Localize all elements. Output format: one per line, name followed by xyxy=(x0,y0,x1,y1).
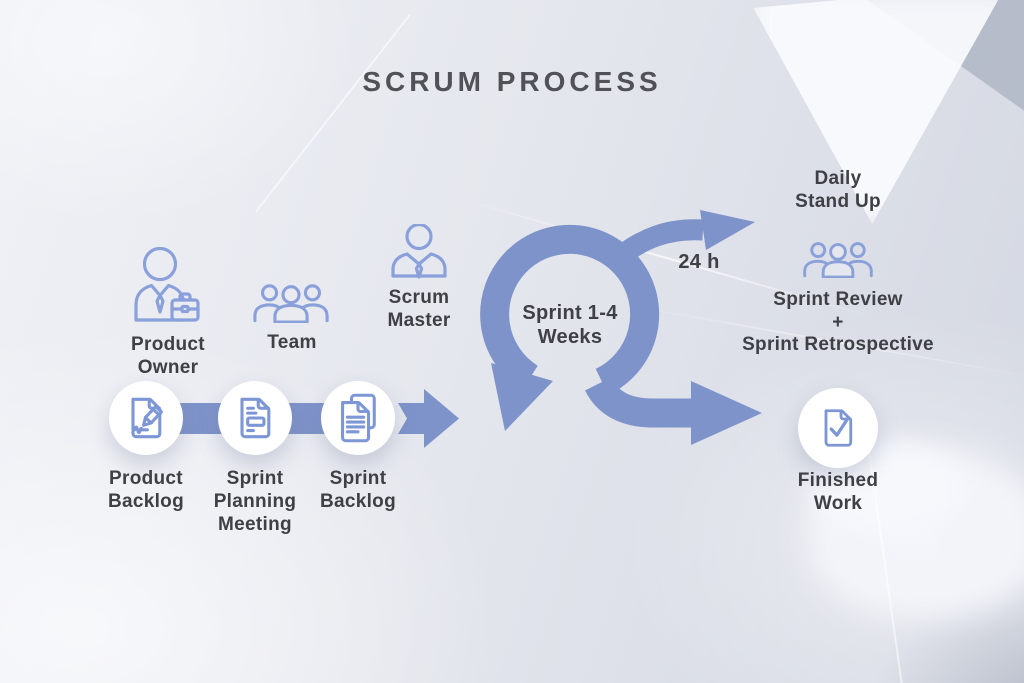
label-line: Planning xyxy=(213,491,297,512)
branch-24h-label: 24 h xyxy=(659,250,739,274)
finished-work-circle xyxy=(798,388,878,468)
sprint-loop-arrowhead xyxy=(491,363,553,431)
connector-band xyxy=(176,403,226,434)
sprint-planning-label: Sprint Planning Meeting xyxy=(175,467,335,536)
sprint-planning-circle xyxy=(218,381,292,455)
daily-branch-band xyxy=(605,219,704,272)
product-owner-label: Product Owner xyxy=(88,333,248,379)
document-edit-icon xyxy=(131,397,163,439)
label-line: Product xyxy=(109,468,183,489)
sprint-backlog-label: Sprint Backlog xyxy=(278,467,438,513)
business-person-briefcase-icon xyxy=(134,247,200,322)
documents-stack-icon xyxy=(341,393,376,443)
sprint-loop-ring xyxy=(480,224,660,396)
entry-arrow-shaft xyxy=(398,403,424,434)
product-backlog-circle xyxy=(109,381,183,455)
label-line: Backlog xyxy=(319,491,396,512)
label-line: Team xyxy=(267,332,317,353)
label-line: Product xyxy=(131,334,205,355)
finished-work-label: Finished Work xyxy=(758,469,918,515)
label-line: Weeks xyxy=(537,326,603,348)
label-line: Sprint xyxy=(226,468,284,489)
label-line: Work xyxy=(813,493,863,514)
sprint-backlog-circle xyxy=(321,381,395,455)
scrum-master-label: Scrum Master xyxy=(339,286,499,332)
team-icon xyxy=(803,242,873,278)
label-line: Sprint xyxy=(329,468,387,489)
sprint-loop-label: Sprint 1-4 Weeks xyxy=(489,301,651,349)
label-line: Stand Up xyxy=(795,191,881,212)
finished-work-band xyxy=(585,376,694,428)
review-retrospective-label: Sprint Review + Sprint Retrospective xyxy=(703,289,973,357)
label-line: 24 h xyxy=(678,251,720,273)
entry-arrow-head xyxy=(424,389,459,448)
finished-work-arrowhead xyxy=(691,381,762,445)
document-form-icon xyxy=(240,397,271,439)
label-line: Sprint Retrospective xyxy=(742,334,934,355)
document-check-icon xyxy=(824,409,853,447)
label-line: Finished xyxy=(797,470,879,491)
label-line: Meeting xyxy=(218,514,292,535)
page-title: SCRUM PROCESS xyxy=(362,66,662,97)
team-label: Team xyxy=(212,331,372,354)
label-line: Owner xyxy=(137,357,199,378)
business-person-icon xyxy=(391,224,447,279)
label-line: + xyxy=(832,311,844,333)
daily-branch-arrowhead xyxy=(700,210,755,250)
label-line: Scrum xyxy=(388,287,450,308)
daily-standup-label: Daily Stand Up xyxy=(738,167,938,213)
team-icon xyxy=(253,284,329,323)
label-line: Sprint Review xyxy=(773,289,903,310)
label-line: Daily xyxy=(814,168,862,189)
label-line: Backlog xyxy=(107,491,184,512)
product-backlog-label: Product Backlog xyxy=(66,467,226,513)
label-line: Master xyxy=(387,310,451,331)
label-line: Sprint 1-4 xyxy=(522,302,618,324)
